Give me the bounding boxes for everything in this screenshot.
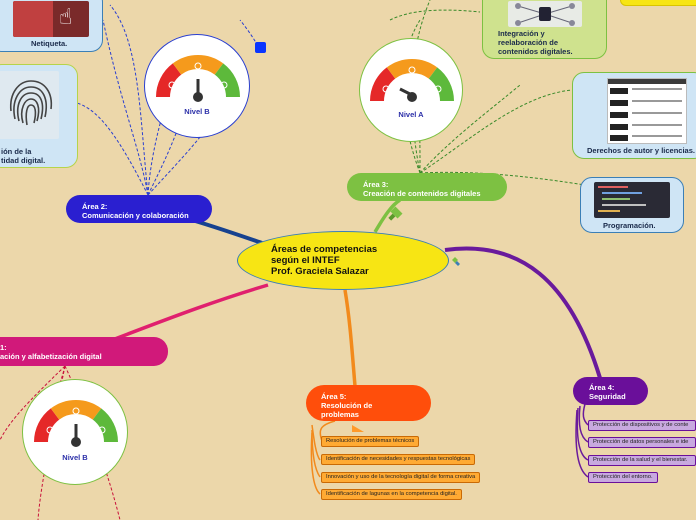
seguridad-item[interactable]: Protección del entorno. <box>588 472 658 483</box>
licencias-table-image <box>607 78 687 144</box>
area5-topic[interactable]: Área 5: Resolución de problemas <box>306 385 431 421</box>
identidad-digital-card[interactable]: ión de la tidad digital. <box>0 64 78 168</box>
gauge-area2-label: Nivel B <box>184 107 210 116</box>
network-icon <box>515 3 575 26</box>
gauge-area3[interactable]: Nivel A <box>359 38 463 142</box>
gauge-meter-icon <box>156 55 240 102</box>
netiqueta-card[interactable]: ☝ Netiqueta. <box>0 0 103 52</box>
central-topic[interactable] <box>237 231 449 290</box>
blue-marker <box>255 42 266 53</box>
gauge-area1[interactable]: Nivel B <box>22 379 128 485</box>
programacion-label: Programación. <box>603 221 656 230</box>
seguridad-item[interactable]: Protección de dispositivos y de conte <box>588 420 696 431</box>
gauge-meter-icon <box>34 400 118 447</box>
derechos-autor-card[interactable]: Derechos de autor y licencias. <box>572 72 696 159</box>
area3-topic[interactable]: Área 3: Creación de contenidos digitales <box>347 173 507 201</box>
area4-topic[interactable]: Área 4: Seguridad <box>573 377 648 405</box>
gauge-area3-label: Nivel A <box>398 110 424 119</box>
code-editor-image <box>594 182 670 218</box>
gauge-area1-label: Nivel B <box>62 453 88 462</box>
gauge-meter-icon <box>370 59 454 102</box>
central-topic-title: Áreas de competencias según el INTEF Pro… <box>271 244 378 277</box>
hand-cursor-icon: ☝ <box>59 5 73 30</box>
gauge-area2[interactable]: Nivel B <box>144 34 250 138</box>
resolucion-item[interactable]: Identificación de lagunas en la competen… <box>321 489 462 500</box>
seguridad-item[interactable]: Protección de datos personales e ide <box>588 437 696 448</box>
netiqueta-label: Netiqueta. <box>31 39 68 48</box>
resolucion-item[interactable]: Resolución de problemas técnicos <box>321 436 420 447</box>
area2-topic[interactable]: Área 2: Comunicación y colaboración <box>66 195 212 223</box>
identidad-digital-label: ión de la tidad digital. <box>1 147 46 165</box>
fingerprint-image <box>0 71 59 139</box>
integracion-image <box>508 1 582 27</box>
integracion-label: Integración y reelaboración de contenido… <box>498 29 573 56</box>
derechos-autor-label: Derechos de autor y licencias. <box>587 146 695 155</box>
resolucion-item[interactable]: Identificación de necesidades y respuest… <box>321 454 476 465</box>
integracion-card[interactable]: Integración y reelaboración de contenido… <box>482 0 607 59</box>
pin-icon <box>388 206 403 221</box>
fingerprint-icon <box>9 80 53 126</box>
seguridad-item[interactable]: Protección de la salud y el bienestar. <box>588 455 696 466</box>
offscreen-topic-fragment <box>620 0 696 6</box>
programacion-card[interactable]: Programación. <box>580 177 684 233</box>
netiqueta-image: ☝ <box>13 1 89 37</box>
area1-topic[interactable]: 1: ación y alfabetización digital <box>0 337 168 366</box>
resolucion-item[interactable]: Innovación y uso de la tecnología digita… <box>321 472 481 483</box>
link-icon <box>452 257 460 266</box>
